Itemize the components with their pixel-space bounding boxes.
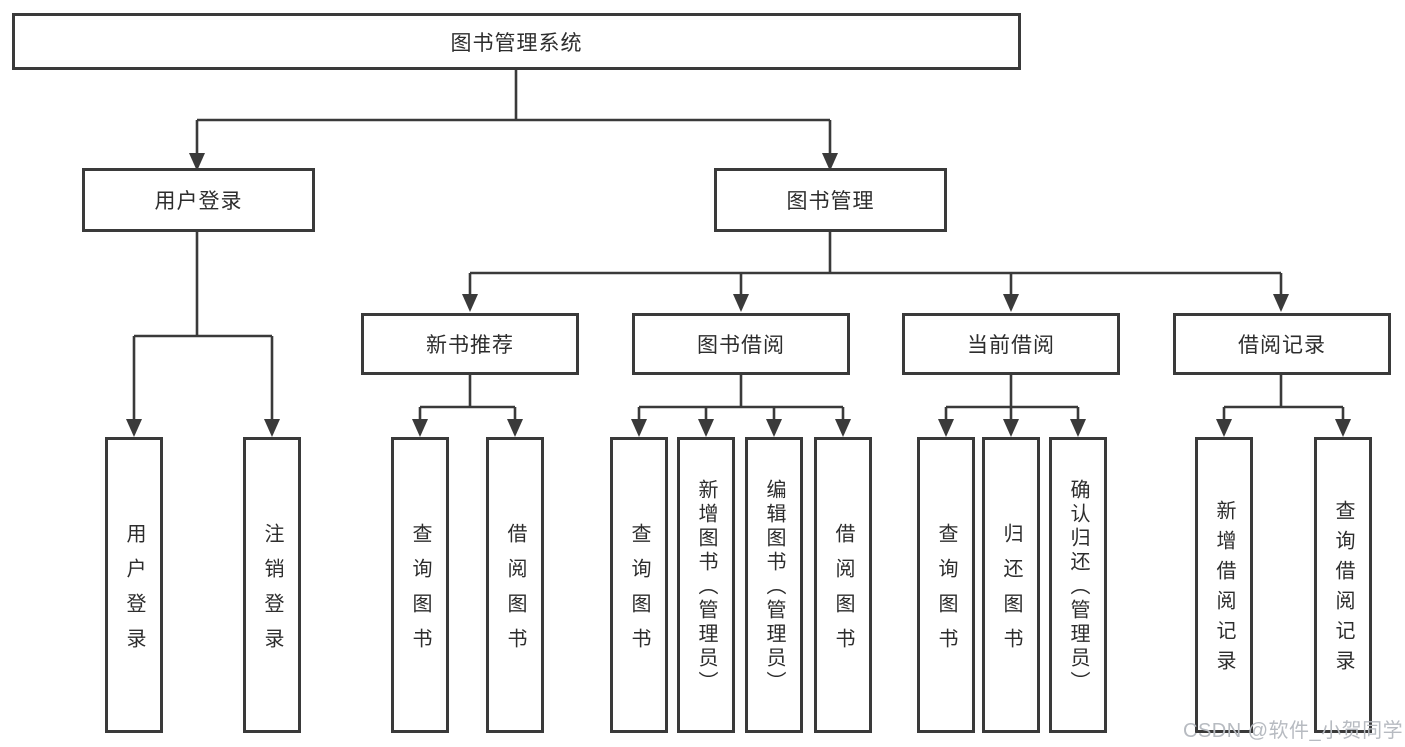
leaf-confirm-return-admin: 确认归还（管理员） xyxy=(1049,437,1107,733)
node-book-borrow: 图书借阅 xyxy=(632,313,850,375)
leaf-label: 归还图书 xyxy=(1000,522,1022,663)
leaf-borrow-books: 借阅图书 xyxy=(814,437,872,733)
node-borrow-records: 借阅记录 xyxy=(1173,313,1391,375)
leaf-add-borrow-record: 新增借阅记录 xyxy=(1195,437,1253,733)
leaf-query-books-current: 查询图书 xyxy=(917,437,975,733)
leaf-label: 注销登录 xyxy=(261,522,283,663)
node-label: 图书管理 xyxy=(786,190,875,213)
leaf-return-books: 归还图书 xyxy=(982,437,1040,733)
csdn-watermark: CSDN @软件_小贺同学 xyxy=(1183,720,1404,742)
leaf-label: 确认归还（管理员） xyxy=(1067,479,1089,695)
node-label: 用户登录 xyxy=(154,190,243,213)
node-label: 借阅记录 xyxy=(1238,334,1326,357)
node-label: 当前借阅 xyxy=(967,334,1055,357)
leaf-label: 查询借阅记录 xyxy=(1332,500,1354,680)
node-book-management: 图书管理 xyxy=(714,168,947,232)
node-label: 图书管理系统 xyxy=(450,31,583,55)
node-root-library-system: 图书管理系统 xyxy=(12,13,1021,70)
leaf-logout: 注销登录 xyxy=(243,437,301,733)
leaf-user-login: 用户登录 xyxy=(105,437,163,733)
leaf-label: 查询图书 xyxy=(628,522,650,663)
leaf-label: 新增图书（管理员） xyxy=(695,479,717,695)
leaf-query-borrow-record: 查询借阅记录 xyxy=(1314,437,1372,733)
node-label: 新书推荐 xyxy=(426,334,514,357)
node-label: 图书借阅 xyxy=(697,334,785,357)
leaf-query-books-borrow: 查询图书 xyxy=(610,437,668,733)
leaf-label: 借阅图书 xyxy=(832,522,854,663)
leaf-query-books-recommend: 查询图书 xyxy=(391,437,449,733)
leaf-label: 新增借阅记录 xyxy=(1213,500,1235,680)
node-current-borrow: 当前借阅 xyxy=(902,313,1120,375)
leaf-edit-books-admin: 编辑图书（管理员） xyxy=(745,437,803,733)
leaf-add-books-admin: 新增图书（管理员） xyxy=(677,437,735,733)
leaf-label: 查询图书 xyxy=(409,522,431,663)
node-user-login: 用户登录 xyxy=(82,168,315,232)
leaf-borrow-books-recommend: 借阅图书 xyxy=(486,437,544,733)
node-new-book-recommend: 新书推荐 xyxy=(361,313,579,375)
leaf-label: 编辑图书（管理员） xyxy=(763,479,785,695)
leaf-label: 用户登录 xyxy=(123,522,145,663)
leaf-label: 查询图书 xyxy=(935,522,957,663)
leaf-label: 借阅图书 xyxy=(504,522,526,663)
